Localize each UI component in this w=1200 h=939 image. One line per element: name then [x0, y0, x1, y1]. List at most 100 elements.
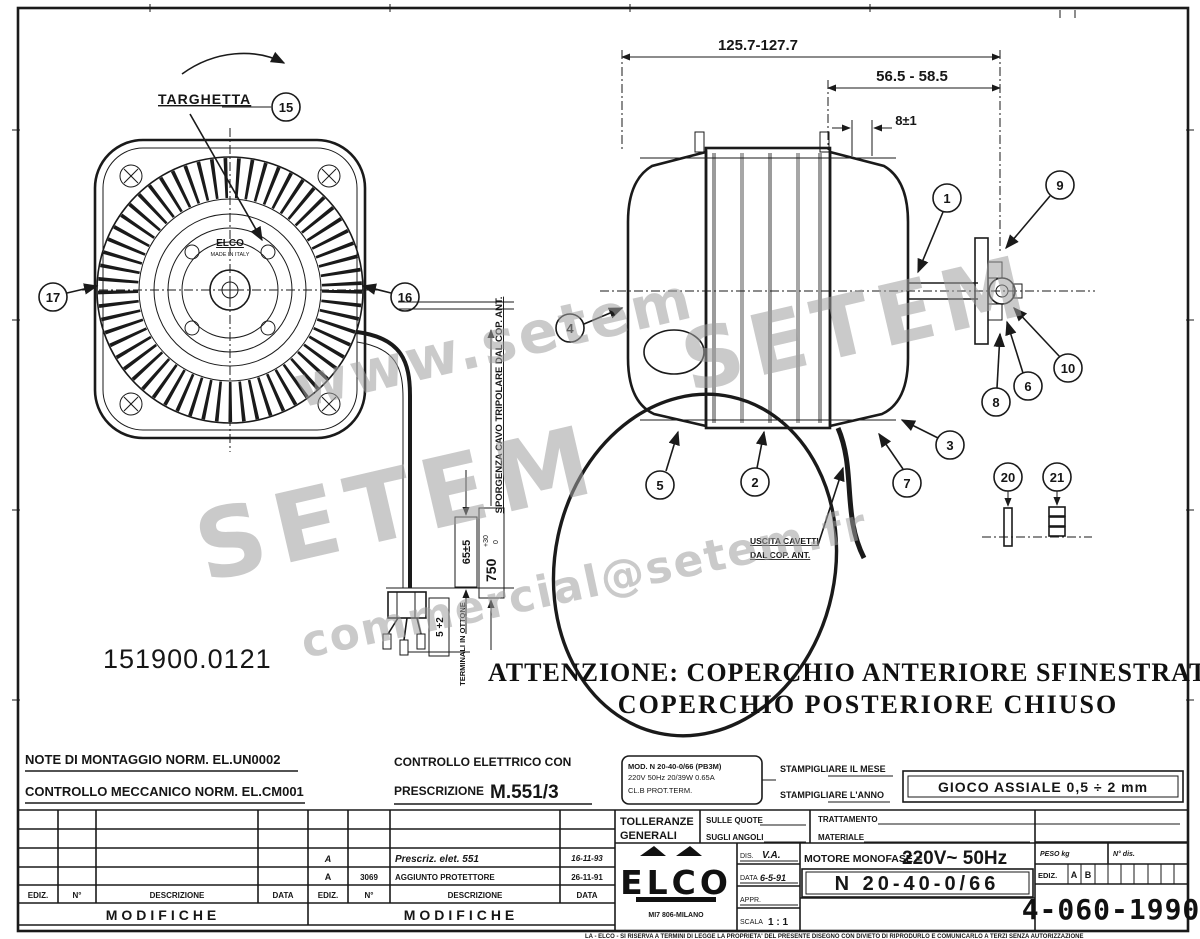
- attention-line2: COPERCHIO POSTERIORE CHIUSO: [618, 690, 1118, 719]
- targhetta-label: TARGHETTA: [158, 91, 251, 107]
- callout-2: 2: [751, 475, 758, 490]
- side-view-dimensions: 125.7-127.7 56.5 - 58.5 8±1: [621, 37, 1001, 252]
- data-value: 6-5-91: [760, 873, 786, 883]
- materiale-label: MATERIALE: [818, 833, 865, 842]
- dis-label: DIS.: [740, 853, 754, 860]
- motor-part-code: N 20-40-0/66: [835, 873, 1000, 895]
- callout-4: 4: [566, 321, 574, 336]
- peso-label: PESO kg: [1040, 851, 1070, 858]
- mod-row2-desc: AGGIUNTO PROTETTORE: [395, 873, 495, 882]
- dim-750-tol-bot: 0: [493, 540, 500, 544]
- mod-row1-data: 16-11-93: [571, 854, 603, 863]
- drawing-number: 4-060-1990: [1022, 893, 1200, 926]
- ndis-label: N° dis.: [1113, 850, 1135, 858]
- dim-tab: 8±1: [895, 113, 917, 128]
- uscita-line2: DAL COP. ANT.: [750, 550, 810, 560]
- notes-row: NOTE DI MONTAGGIO NORM. EL.UN0002 CONTRO…: [25, 752, 1184, 805]
- controllo-elettrico-line1: CONTROLLO ELETTRICO CON: [394, 755, 571, 769]
- stamp-line1: MOD. N 20-40-0/66 (PB3M): [628, 762, 722, 771]
- mod-row2-data: 26-11-91: [571, 873, 603, 882]
- nameplate-made-label: MADE IN ITALY: [211, 252, 250, 258]
- uscita-cavetti-label: USCITA CAVETTI DAL COP. ANT.: [750, 466, 845, 560]
- stampigliare-anno: STAMPIGLIARE L'ANNO: [780, 790, 884, 800]
- gioco-assiale: GIOCO ASSIALE 0,5 ÷ 2 mm: [938, 779, 1148, 795]
- front-view: ELCO MADE IN ITALY TARGHETTA 15 17 16: [38, 51, 420, 452]
- rotation-arrow: [181, 51, 286, 75]
- side-view-callouts: 1 9 4 8 6 10 3 7 2 5 20 21: [555, 170, 1092, 547]
- nameplate-brand: ELCO: [216, 238, 244, 249]
- mod-header-n: N°: [73, 891, 82, 900]
- nut-symbol: [1048, 506, 1066, 537]
- sheet-frame: [12, 4, 1194, 933]
- controllo-elettrico-line2: PRESCRIZIONE: [394, 784, 484, 798]
- mod-row1-desc: Prescriz. elet. 551: [395, 854, 479, 865]
- mod-header-ediz-mid: EDIZ.: [318, 891, 338, 900]
- sulle-quote-label: SULLE QUOTE: [706, 816, 764, 825]
- watermark: www.setem SETEM SETEM commercial@setem.f…: [185, 236, 1042, 669]
- logo-address: MI7 806-MILANO: [648, 912, 704, 919]
- ediz-label: EDIZ.: [1038, 871, 1057, 880]
- fine-print: LA - ELCO - SI RISERVA A TERMINI DI LEGG…: [585, 934, 1083, 939]
- modifiche-title-left: MODIFICHE: [106, 907, 221, 923]
- ediz-cell-a: A: [1071, 870, 1078, 880]
- title-block: TOLLERANZE GENERALI SULLE QUOTE SUGLI AN…: [18, 809, 1200, 939]
- dim-750-tol-top: +30: [483, 535, 490, 547]
- callout-3: 3: [946, 438, 953, 453]
- mod-header-descrizione-mid: DESCRIZIONE: [448, 891, 503, 900]
- tolleranze-label1: TOLLERANZE: [620, 816, 694, 828]
- callout-1: 1: [943, 191, 950, 206]
- dim-5: 5 +2: [435, 617, 446, 637]
- mod-header-descrizione: DESCRIZIONE: [150, 891, 205, 900]
- screw-symbol: [1003, 507, 1013, 547]
- dis-value: V.A.: [762, 850, 781, 861]
- callout-20: 20: [1001, 470, 1015, 485]
- data-label: DATA: [740, 875, 758, 882]
- ediz-cell-b: B: [1085, 870, 1092, 880]
- mod-header-data-mid: DATA: [576, 891, 597, 900]
- logo-brand-text: ELCO: [620, 863, 732, 902]
- mod-row2-n: 3069: [360, 873, 378, 882]
- title-block-grid: [18, 809, 1188, 931]
- callout-15: 15: [279, 100, 293, 115]
- dim-65: 65±5: [461, 540, 473, 564]
- side-view: [551, 131, 1095, 738]
- appr-label: APPR.: [740, 897, 761, 904]
- sporgenza-label: SPORGENZA CAVO TRIPOLARE DAL COP. ANT.: [494, 297, 505, 514]
- ediz-cells: [1067, 864, 1175, 884]
- mod-header-data: DATA: [272, 891, 293, 900]
- modifiche-title-mid: MODIFICHE: [404, 907, 519, 923]
- motor-type-value: 220V~ 50Hz: [902, 848, 1007, 869]
- uscita-line1: USCITA CAVETTI: [750, 536, 819, 546]
- cable-assembly: 65±5 750 +30 0 SPORGENZA CAVO TRIPOLARE …: [356, 297, 514, 686]
- dim-body: 56.5 - 58.5: [876, 68, 948, 85]
- tolleranze-label2: GENERALI: [620, 830, 677, 842]
- controllo-elettrico-value: M.551/3: [490, 782, 559, 803]
- mod-header-ediz: EDIZ.: [28, 891, 48, 900]
- note-controllo-meccanico: CONTROLLO MECCANICO NORM. EL.CM001: [25, 784, 304, 799]
- callout-6: 6: [1024, 379, 1031, 394]
- callout-17: 17: [46, 290, 60, 305]
- attention-line1: ATTENZIONE: COPERCHIO ANTERIORE SFINESTR…: [488, 658, 1200, 687]
- dim-750: 750: [483, 558, 499, 582]
- scala-label: SCALA: [740, 919, 763, 926]
- callout-8: 8: [992, 395, 999, 410]
- motor-type-label: MOTORE MONOFASE =: [804, 853, 922, 865]
- callout-21: 21: [1050, 470, 1064, 485]
- callout-16: 16: [398, 290, 412, 305]
- trattamento-label: TRATTAMENTO: [818, 815, 878, 824]
- stamp-line2: 220V 50Hz 20/39W 0.65A: [628, 773, 715, 782]
- note-montaggio: NOTE DI MONTAGGIO NORM. EL.UN0002: [25, 752, 280, 767]
- stampigliare-mese: STAMPIGLIARE IL MESE: [780, 764, 886, 774]
- stamp-line3: CL.B PROT.TERM.: [628, 786, 692, 795]
- callout-9: 9: [1056, 178, 1063, 193]
- callout-10: 10: [1061, 361, 1075, 376]
- callout-5: 5: [656, 478, 663, 493]
- callout-7: 7: [903, 476, 910, 491]
- mod-header-n-mid: N°: [365, 891, 374, 900]
- mod-row1-ediz: A: [324, 854, 332, 864]
- corner-screws: [119, 164, 341, 416]
- watermark-brand: SETEM: [672, 236, 1041, 412]
- sugli-angoli-label: SUGLI ANGOLI: [706, 833, 763, 842]
- dim-overall: 125.7-127.7: [718, 37, 798, 54]
